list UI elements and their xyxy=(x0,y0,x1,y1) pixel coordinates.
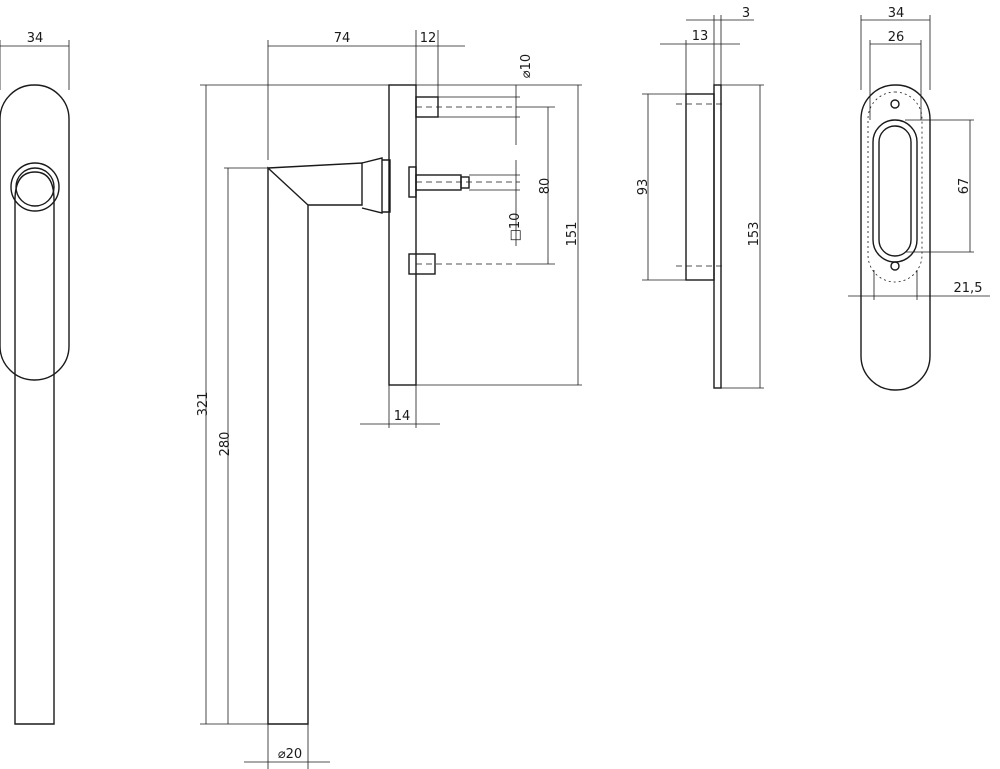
front-collar-inner xyxy=(15,167,55,207)
back-bottom-screw-hole xyxy=(890,261,900,271)
back-top-screw-hole xyxy=(890,99,900,109)
side-plate-height-label: 151 xyxy=(565,222,580,247)
rose-side-outer-label: 153 xyxy=(747,222,762,247)
side-depth-label: 74 xyxy=(334,31,351,46)
rose-side-plate-label: 3 xyxy=(742,6,750,21)
rose-side-inner-label: 93 xyxy=(636,179,651,196)
back-offset-label: 21,5 xyxy=(954,281,983,296)
side-lever-length-label: 280 xyxy=(218,432,233,457)
front-view: 34 xyxy=(0,31,70,725)
front-collar-outer xyxy=(10,162,60,212)
side-screw-spacing-label: 80 xyxy=(538,178,553,195)
back-inner-label: 26 xyxy=(888,30,905,45)
front-lever xyxy=(14,171,55,725)
side-thickness-label: 14 xyxy=(394,409,411,424)
rose-side-plate xyxy=(713,84,722,389)
side-lever-arm xyxy=(267,162,363,206)
side-total-height-label: 321 xyxy=(196,392,211,417)
side-spindle xyxy=(415,174,462,191)
back-hidden-outline xyxy=(867,91,923,283)
side-lever-body xyxy=(267,166,309,725)
back-slot-inner xyxy=(878,125,912,257)
front-width-label: 34 xyxy=(27,31,44,46)
side-spindle-boss xyxy=(408,166,417,198)
side-base-plate xyxy=(388,84,417,386)
side-screw-dia-label: ⌀10 xyxy=(519,54,534,78)
back-view: 34 26 67 21,5 xyxy=(848,6,990,391)
back-slot-label: 67 xyxy=(957,178,972,195)
side-offset-label: 12 xyxy=(420,31,437,46)
side-collar xyxy=(382,159,391,213)
side-spindle-tip xyxy=(460,176,470,189)
side-bottom-screw-boss xyxy=(408,253,436,275)
side-view: 74 12 ⌀10 □10 80 151 14 321 xyxy=(196,30,582,769)
front-rose-plate xyxy=(0,84,70,381)
rose-side-view: 3 13 93 153 xyxy=(636,6,764,389)
rose-side-inner-body xyxy=(685,93,715,281)
side-lever-dia-label: ⌀20 xyxy=(278,747,302,762)
rose-side-depth-label: 13 xyxy=(692,29,709,44)
side-square-label: □10 xyxy=(508,213,523,242)
back-rose-plate xyxy=(860,84,931,391)
side-neck xyxy=(361,157,383,214)
back-width-label: 34 xyxy=(888,6,905,21)
